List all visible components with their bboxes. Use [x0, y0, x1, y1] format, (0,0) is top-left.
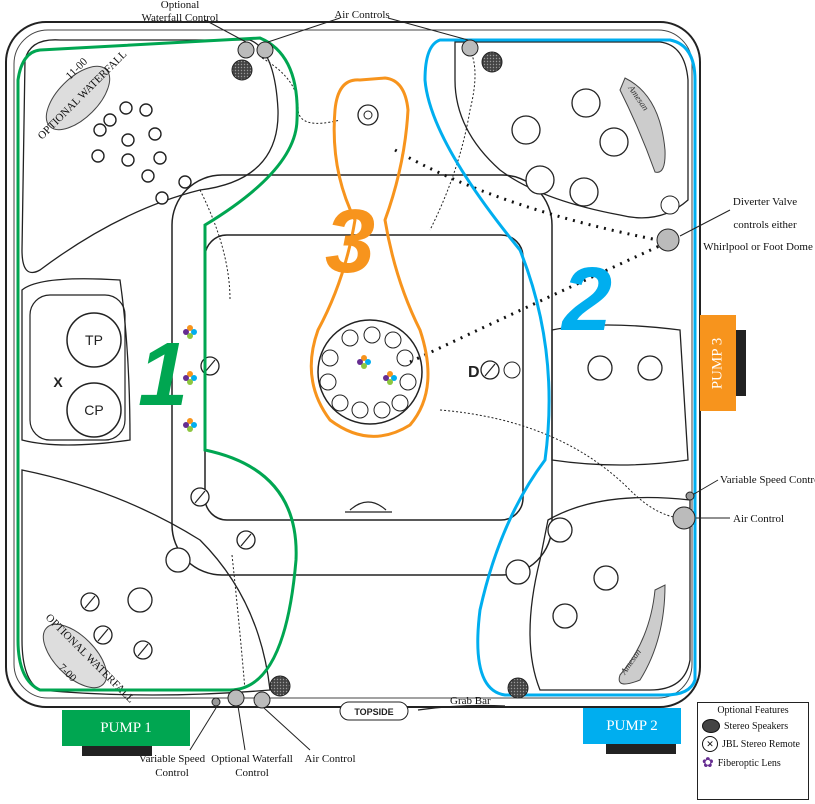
d-mark: D — [468, 364, 480, 381]
seat-right — [551, 324, 689, 466]
variable-speed-label-bottom-2: Control — [155, 767, 189, 779]
sunrise-light — [345, 501, 392, 513]
pump-1-label: PUMP 1 — [100, 719, 152, 736]
speaker-icon — [702, 719, 720, 733]
tp-label: TP — [85, 332, 103, 348]
zone-1-outline — [16, 36, 299, 692]
zone-2-outline — [423, 38, 697, 697]
tp-button[interactable] — [66, 312, 122, 368]
legend-row-remote: ✕ JBL Stereo Remote — [702, 736, 804, 752]
legend-title: Optional Features — [717, 705, 789, 716]
rotating-jets — [127, 88, 663, 629]
zone-3-number: 3 — [325, 192, 375, 292]
jbl-remote — [660, 195, 680, 215]
diverter-valve-label-2: controls either — [733, 219, 797, 231]
pump-2-label: PUMP 2 — [606, 717, 658, 734]
waterfall-bottom-oval — [42, 623, 108, 689]
air-lines — [199, 49, 689, 691]
legend-item-speakers: Stereo Speakers — [724, 720, 789, 732]
amesan-pillow-bottom — [618, 584, 666, 685]
optional-waterfall-label-bottom-1: Optional Waterfall — [211, 753, 293, 765]
seat-left-lounge — [21, 278, 131, 446]
air-controls[interactable] — [227, 39, 696, 709]
seat-bottom-right — [529, 496, 691, 691]
air-control-label-bottom: Air Control — [304, 753, 355, 765]
waterfall-top-oval — [45, 65, 111, 131]
pump-3-box: PUMP 3 — [700, 315, 736, 411]
seat-top-right — [454, 41, 689, 219]
pump-2-box: PUMP 2 — [583, 708, 681, 744]
optional-features-legend: Optional Features Stereo Speakers ✕ JBL … — [697, 702, 809, 800]
jets-top-left — [91, 101, 192, 205]
legend-row-fiberoptic: ✿ Fiberoptic Lens — [702, 755, 804, 772]
cp-button[interactable] — [66, 382, 122, 438]
zone-2-number: 2 — [560, 250, 612, 350]
foot-dome-jets — [319, 326, 417, 419]
variable-speed-knob-bottom[interactable] — [211, 697, 221, 707]
spa-inner-rim — [13, 29, 693, 699]
pump-2-base — [606, 744, 676, 754]
optional-waterfall-label-bottom-2: Control — [235, 767, 269, 779]
pump-3-base — [736, 330, 746, 396]
cp-label: CP — [84, 402, 103, 418]
zone-3-outline — [309, 76, 430, 438]
air-control-label-right: Air Control — [733, 513, 784, 525]
legend-row-speakers: Stereo Speakers — [702, 719, 804, 733]
amesan-pillow-top — [619, 77, 666, 173]
grab-bar — [417, 704, 506, 711]
fiberoptic-icon: ✿ — [702, 756, 714, 771]
air-controls-label-top: Air Controls — [334, 9, 389, 21]
variable-speed-label-bottom-1: Variable Speed — [139, 753, 206, 765]
legend-item-fiberoptic: Fiberoptic Lens — [717, 758, 781, 769]
diverter-valve-label-1: Diverter Valve — [733, 196, 797, 208]
d-jet — [503, 361, 521, 379]
jbl-remote-icon: ✕ — [702, 736, 718, 752]
pump-1-box: PUMP 1 — [62, 710, 190, 746]
lounge-control-panel — [29, 294, 126, 441]
stereo-speakers — [231, 51, 529, 699]
bold-dotted-lines — [394, 148, 669, 364]
grab-bar-label: Grab Bar — [450, 695, 491, 707]
zone-1-number: 1 — [138, 325, 188, 425]
legend-item-remote: JBL Stereo Remote — [722, 738, 800, 750]
seat-top-left — [21, 39, 279, 274]
variable-speed-label-right: Variable Speed Control — [720, 474, 815, 486]
pump-3-label: PUMP 3 — [709, 337, 726, 389]
diverter-valve-label-3: Whirlpool or Foot Dome — [703, 241, 813, 253]
topside-label: TOPSIDE — [354, 707, 393, 717]
optional-waterfall-label-top-2: Waterfall Control — [141, 12, 218, 24]
pump-1-base — [82, 746, 152, 756]
x-mark: X — [53, 374, 63, 390]
topside-panel[interactable] — [339, 701, 409, 721]
optional-waterfall-label-top-1: Optional — [161, 0, 200, 11]
variable-speed-knob-right[interactable] — [685, 491, 695, 501]
fiberoptic-lenses — [183, 325, 397, 432]
